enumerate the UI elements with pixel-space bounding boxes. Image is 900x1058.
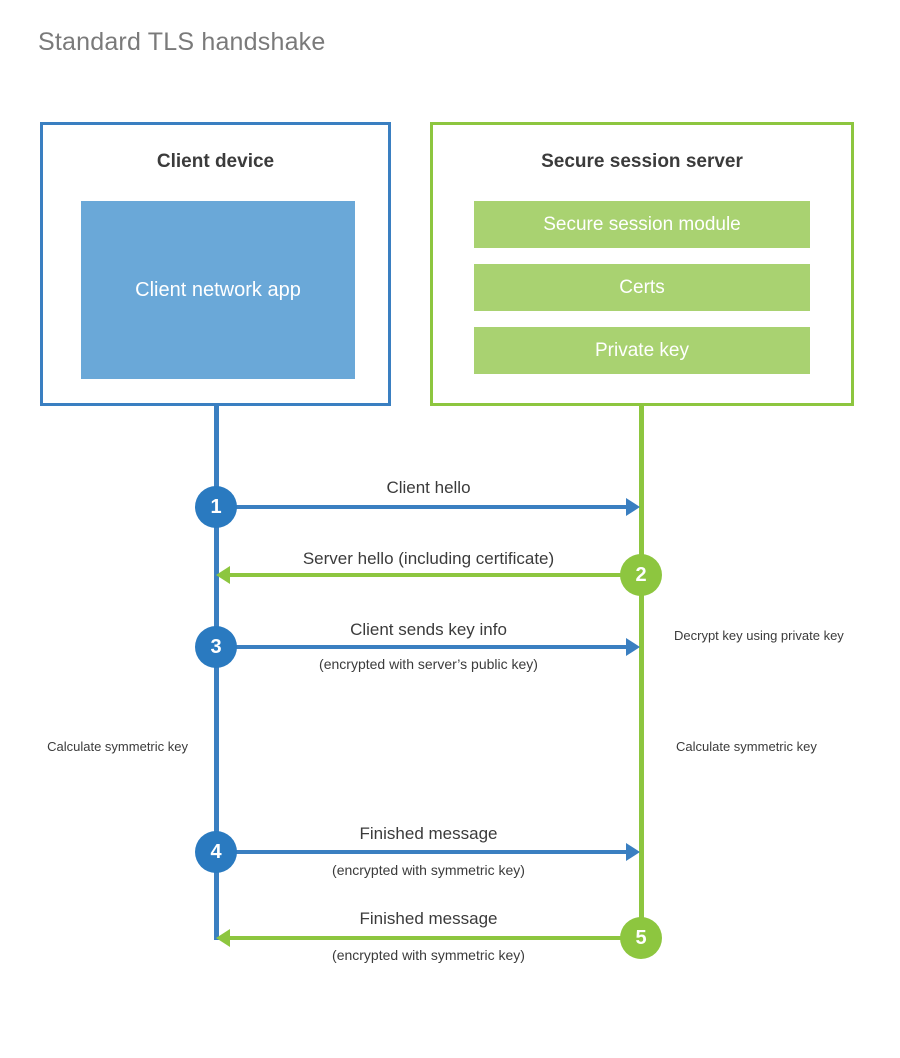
step-5-secondary-label: (encrypted with symmetric key) [332, 947, 525, 963]
step-5-arrow-line [229, 936, 628, 940]
secure-session-server-title: Secure session server [541, 151, 743, 172]
step-3-arrow-head-icon [626, 638, 640, 656]
page-title: Standard TLS handshake [38, 28, 326, 56]
step-1-primary-label: Client hello [386, 478, 471, 497]
server-decrypt-note: Decrypt key using private key [674, 628, 844, 643]
step-3-number-badge: 3 [195, 626, 237, 668]
client-device-box: Client device Client network app [40, 122, 391, 406]
step-4-arrow-head-icon [626, 843, 640, 861]
client-lifeline [214, 403, 219, 940]
step-3-arrow-line [216, 645, 628, 649]
client-device-title: Client device [156, 151, 275, 172]
server-calculate-symmetric-key-note: Calculate symmetric key [676, 739, 817, 754]
client-network-app-block: Client network app [81, 201, 355, 379]
client-calculate-symmetric-key-note: Calculate symmetric key [47, 739, 188, 754]
server-lifeline [639, 403, 644, 940]
step-4-primary-label: Finished message [359, 824, 498, 843]
step-2-primary-label: Server hello (including certificate) [302, 549, 555, 568]
secure-session-server-box: Secure session server Secure session mod… [430, 122, 854, 406]
step-4-arrow-line [216, 850, 628, 854]
server-block-label: Secure session module [543, 213, 741, 235]
step-1-number-badge: 1 [195, 486, 237, 528]
step-3-secondary-label: (encrypted with server’s public key) [319, 656, 538, 672]
step-2-arrow-line [229, 573, 628, 577]
step-1-arrow-line [216, 505, 628, 509]
step-2-arrow-head-icon [216, 566, 230, 584]
server-block-label: Private key [595, 339, 689, 361]
step-4-number-badge: 4 [195, 831, 237, 873]
step-5-number-badge: 5 [620, 917, 662, 959]
server-block-private-key: Private key [474, 327, 810, 374]
step-1-arrow-head-icon [626, 498, 640, 516]
step-2-number-badge: 2 [620, 554, 662, 596]
server-block-certs: Certs [474, 264, 810, 311]
server-block-secure-session-module: Secure session module [474, 201, 810, 248]
step-5-arrow-head-icon [216, 929, 230, 947]
server-block-label: Certs [619, 276, 665, 298]
client-network-app-label: Client network app [135, 279, 301, 301]
step-3-primary-label: Client sends key info [350, 620, 507, 639]
step-5-primary-label: Finished message [359, 909, 498, 928]
step-4-secondary-label: (encrypted with symmetric key) [332, 862, 525, 878]
